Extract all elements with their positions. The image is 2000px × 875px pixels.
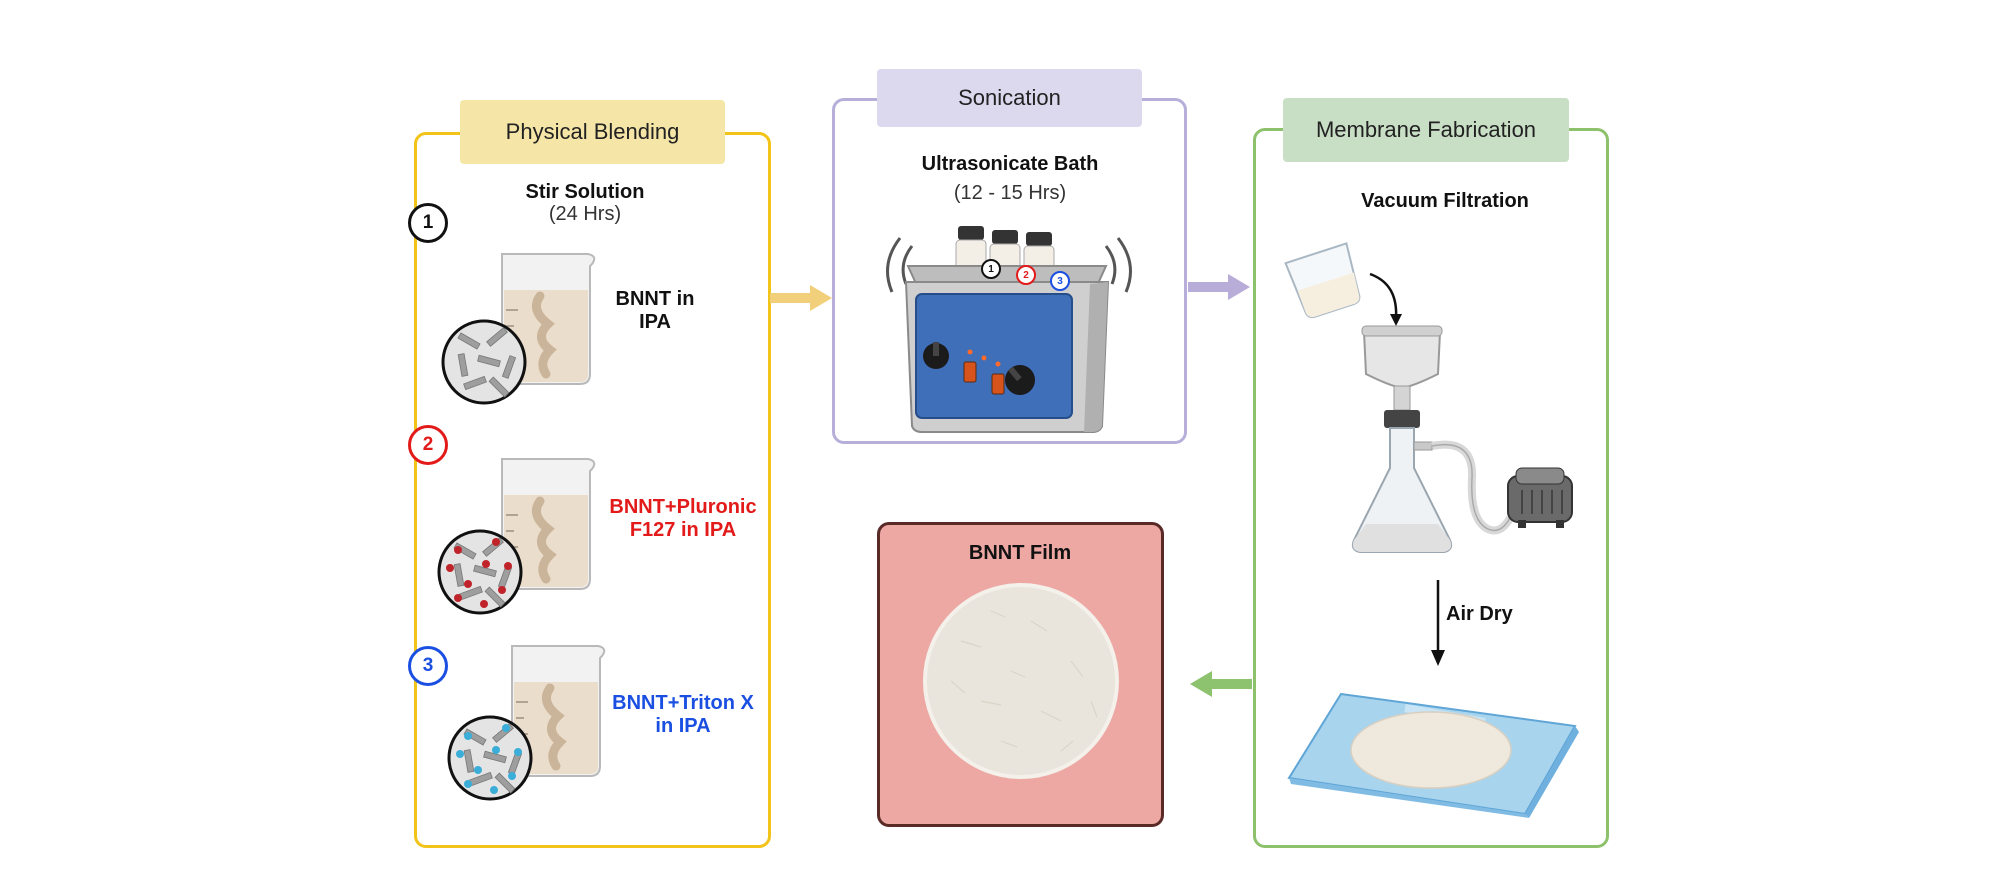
sample-3-label-line1: BNNT+Triton X [612, 692, 754, 714]
sample-3-label: BNNT+Triton X in IPA [598, 692, 768, 738]
vacuum-filtration-setup-icon [1284, 242, 1573, 553]
ultrasonicate-bath-title: Ultrasonicate Bath [921, 153, 1099, 175]
bnnt-zoom-1-icon [441, 319, 527, 405]
stir-solution-duration: (24 Hrs) [548, 203, 622, 225]
arrow-to-film-icon [1190, 671, 1252, 697]
ultrasonic-bath-icon [886, 226, 1132, 433]
stir-solution-title: Stir Solution [525, 181, 645, 203]
sample-2-number: 2 [422, 434, 434, 455]
bnnt-film-title: BNNT Film [968, 542, 1072, 564]
sample-1-label-line2: IPA [639, 311, 671, 333]
sonication-title: Sonication [877, 69, 1142, 127]
sample-1-badge: 1 [408, 203, 448, 243]
sample-2-badge: 2 [408, 425, 448, 465]
membrane-on-glass-icon [1287, 692, 1579, 818]
sample-2-label-line1: BNNT+Pluronic [609, 496, 757, 518]
vial-2-number: 2 [1023, 269, 1029, 281]
sample-3-number: 3 [422, 655, 434, 676]
sample-3-badge: 3 [408, 646, 448, 686]
vial-1-number: 1 [988, 263, 994, 275]
vacuum-filtration-title: Vacuum Filtration [1361, 190, 1529, 212]
beaker-2-icon [501, 458, 596, 590]
bnnt-pluronic-zoom-icon [437, 529, 523, 615]
vial-3-number: 3 [1057, 275, 1063, 287]
ultrasonicate-bath-duration: (12 - 15 Hrs) [953, 182, 1067, 204]
vial-2-badge: 2 [1016, 265, 1036, 285]
physical-blending-title: Physical Blending [460, 100, 725, 164]
sample-1-number: 1 [422, 212, 434, 233]
vial-3-badge: 3 [1050, 271, 1070, 291]
air-dry-arrow-icon [1431, 580, 1445, 666]
beaker-3-icon [511, 645, 606, 777]
vial-1-badge: 1 [981, 259, 1001, 279]
sample-3-label-line2: in IPA [655, 715, 711, 737]
bnnt-triton-zoom-icon [447, 715, 533, 801]
sample-2-label-line2: F127 in IPA [629, 519, 737, 541]
arrow-to-sonication-icon [770, 285, 832, 311]
arrow-to-membrane-icon [1188, 274, 1250, 300]
air-dry-label: Air Dry [1446, 603, 1513, 625]
bnnt-film-disc-icon [923, 583, 1119, 779]
membrane-fabrication-title: Membrane Fabrication [1283, 98, 1569, 162]
sample-2-label: BNNT+Pluronic F127 in IPA [598, 496, 768, 542]
sample-1-label: BNNT in IPA [590, 288, 720, 334]
sample-1-label-line1: BNNT in [615, 288, 695, 310]
